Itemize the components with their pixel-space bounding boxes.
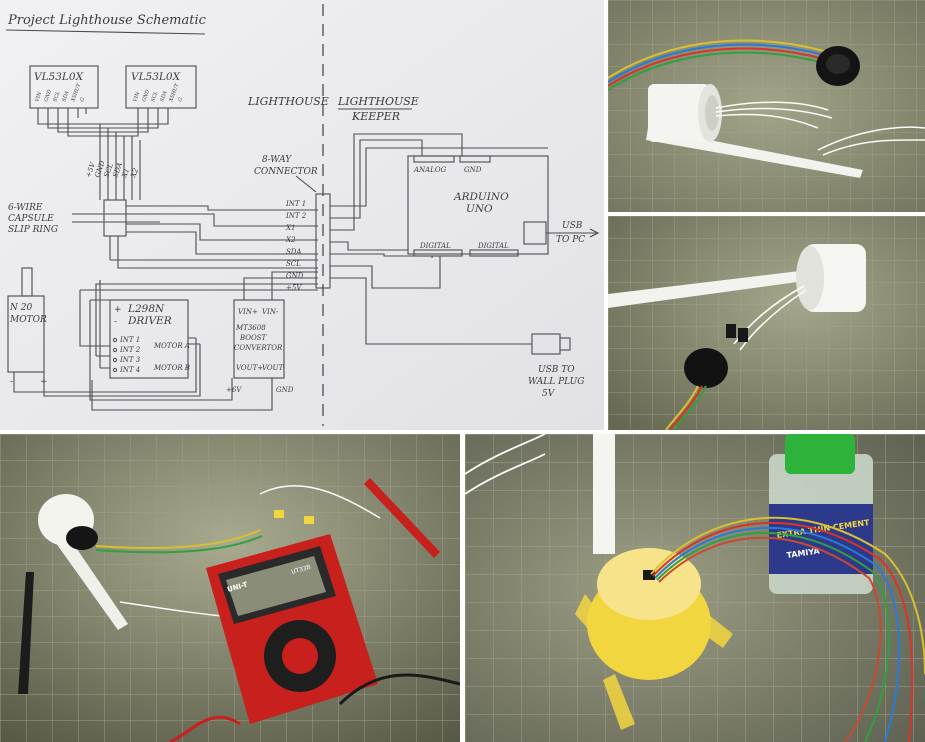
svg-text:-: - xyxy=(10,377,13,387)
svg-text:LIGHTHOUSE: LIGHTHOUSE xyxy=(337,95,419,108)
connector-pin-label: INT 2 xyxy=(285,212,307,220)
svg-text:USB: USB xyxy=(562,221,583,231)
connector-pin-label: SCL xyxy=(286,260,301,268)
usb-wall-plug: USB TO WALL PLUG 5V xyxy=(528,333,584,399)
svg-text:VL53L0X: VL53L0X xyxy=(131,71,181,83)
svg-text:BOOST: BOOST xyxy=(239,334,268,342)
arduino-uno: ANALOG GND ARDUINO UNO DIGITAL DIGITAL xyxy=(407,155,549,257)
bus-label: X1 xyxy=(120,167,131,180)
driver-input-pin xyxy=(112,367,118,373)
driver-input-label: INT 3 xyxy=(119,356,141,364)
glue-bottle: EXTRA THIN CEMENT TAMIYA xyxy=(769,434,873,594)
svg-text:VL53L0X: VL53L0X xyxy=(34,71,84,83)
photo-printed-mount-with-slip-ring xyxy=(608,0,925,212)
photo-multimeter-test: UNI-T UT33B xyxy=(0,434,460,742)
svg-text:+6V: +6V xyxy=(226,386,242,394)
svg-text:MOTOR B: MOTOR B xyxy=(153,364,190,372)
svg-text:CONNECTOR: CONNECTOR xyxy=(254,167,318,177)
svg-text:CAPSULE: CAPSULE xyxy=(8,214,54,224)
driver-input-label: INT 1 xyxy=(119,336,140,344)
connector-pin-label: SDA xyxy=(286,248,301,256)
svg-text:SLIP RING: SLIP RING xyxy=(8,225,58,235)
driver-input-pin xyxy=(112,347,118,353)
svg-text:GND: GND xyxy=(464,166,482,174)
sensor-pin-label: GND xyxy=(141,89,151,103)
svg-text:GND: GND xyxy=(276,386,294,394)
driver-input-pin xyxy=(112,357,118,363)
mt3608-boost: VIN+ VIN- MT3608 BOOST CONVERTOR VOUT+ V… xyxy=(226,299,294,394)
svg-text:ARDUINO: ARDUINO xyxy=(453,191,509,203)
sensor-pin-label: GND xyxy=(43,89,53,103)
svg-text:MOTOR A: MOTOR A xyxy=(153,342,190,350)
svg-text:5V: 5V xyxy=(542,389,556,399)
sensor-pin-label: G xyxy=(79,97,86,103)
svg-text:LIGHTHOUSE: LIGHTHOUSE xyxy=(247,95,329,108)
sensor-pin-label: G xyxy=(177,97,184,103)
driver-input-pin xyxy=(112,337,118,343)
svg-text:-: - xyxy=(114,317,117,327)
driver-input-label: INT 4 xyxy=(119,366,140,374)
svg-text:DRIVER: DRIVER xyxy=(127,315,172,327)
connector-pin-label: GND xyxy=(286,272,304,280)
svg-text:DIGITAL: DIGITAL xyxy=(419,242,451,250)
svg-text:+: + xyxy=(114,305,122,315)
svg-text:UNO: UNO xyxy=(466,203,493,215)
l298n-driver: + - L298N DRIVER INT 1 INT 2 INT 3 INT 4 MO… xyxy=(109,299,190,379)
sensor-pin-label: SCL xyxy=(52,90,61,103)
sensor-pin-label: SDA xyxy=(159,90,169,103)
driver-input-label: INT 2 xyxy=(119,346,141,354)
connector-pin-label: X2 xyxy=(285,236,296,244)
photo-assembled-slip-ring xyxy=(608,216,925,430)
connector-pin-label: INT 1 xyxy=(285,200,306,208)
svg-text:8-WAY: 8-WAY xyxy=(262,155,292,165)
sensor-pin-label: SCL xyxy=(150,90,159,103)
taped-slip-ring xyxy=(575,548,733,730)
svg-text:VIN+: VIN+ xyxy=(238,308,258,316)
svg-text:MOTOR: MOTOR xyxy=(9,315,47,325)
svg-text:6-WIRE: 6-WIRE xyxy=(8,203,43,213)
svg-text:L298N: L298N xyxy=(127,303,165,315)
svg-text:DIGITAL: DIGITAL xyxy=(477,242,509,250)
svg-text:VIN-: VIN- xyxy=(262,308,279,316)
sensor-pin-label: VIN xyxy=(34,91,43,103)
svg-text:TO PC: TO PC xyxy=(556,235,585,245)
bus-label: X2 xyxy=(129,167,140,180)
svg-text:USB TO: USB TO xyxy=(538,365,575,375)
photo-glued-slip-ring: EXTRA THIN CEMENT TAMIYA xyxy=(465,434,925,742)
svg-text:KEEPER: KEEPER xyxy=(351,110,400,123)
svg-text:ANALOG: ANALOG xyxy=(413,166,447,174)
svg-text:VOUT+: VOUT+ xyxy=(236,364,263,372)
svg-text:N 20: N 20 xyxy=(9,303,32,313)
sensor-pin-label: VIN xyxy=(132,91,141,103)
schematic-photo: Project Lighthouse Schematic VL53L0X VIN… xyxy=(0,0,604,430)
multimeter: UNI-T UT33B xyxy=(206,534,378,724)
connector-pin-label: X1 xyxy=(285,224,295,232)
svg-text:CONVERTOR: CONVERTOR xyxy=(234,344,283,352)
schematic-title: Project Lighthouse Schematic xyxy=(7,13,207,28)
sensor-pin-label: SDA xyxy=(61,90,71,103)
svg-text:MT3608: MT3608 xyxy=(235,324,266,332)
svg-text:WALL PLUG: WALL PLUG xyxy=(528,377,584,387)
slip-ring-body xyxy=(684,348,728,388)
svg-text:VOUT-: VOUT- xyxy=(262,364,285,372)
connector-pin-label: +5V xyxy=(286,284,302,292)
